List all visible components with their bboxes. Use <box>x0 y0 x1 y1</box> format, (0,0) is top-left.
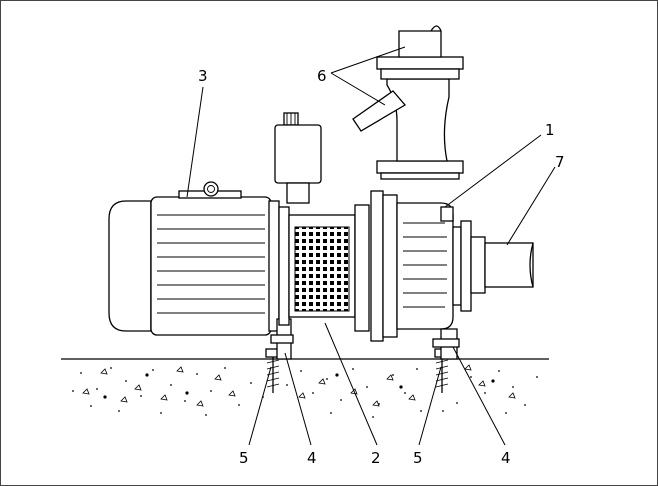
pump-support-foot <box>432 328 460 360</box>
leader-lines <box>186 46 556 446</box>
callout-3: 3 <box>198 67 208 85</box>
callout-4-left: 4 <box>307 449 317 467</box>
callout-5-right: 5 <box>413 449 423 467</box>
callout-5-left: 5 <box>239 449 249 467</box>
suction-pipe <box>470 236 534 294</box>
callout-6: 6 <box>317 67 327 85</box>
electric-motor <box>108 181 280 336</box>
motor-support-foot <box>270 318 294 360</box>
callout-4-right: 4 <box>501 449 511 467</box>
protection-device <box>274 112 322 204</box>
ground-foundation <box>61 358 549 418</box>
callout-7: 7 <box>555 153 565 171</box>
discharge-pipe <box>352 25 464 180</box>
callout-1: 1 <box>545 121 555 139</box>
pump-casing <box>370 190 472 342</box>
coupling-housing <box>278 204 370 332</box>
callout-2: 2 <box>371 449 381 467</box>
